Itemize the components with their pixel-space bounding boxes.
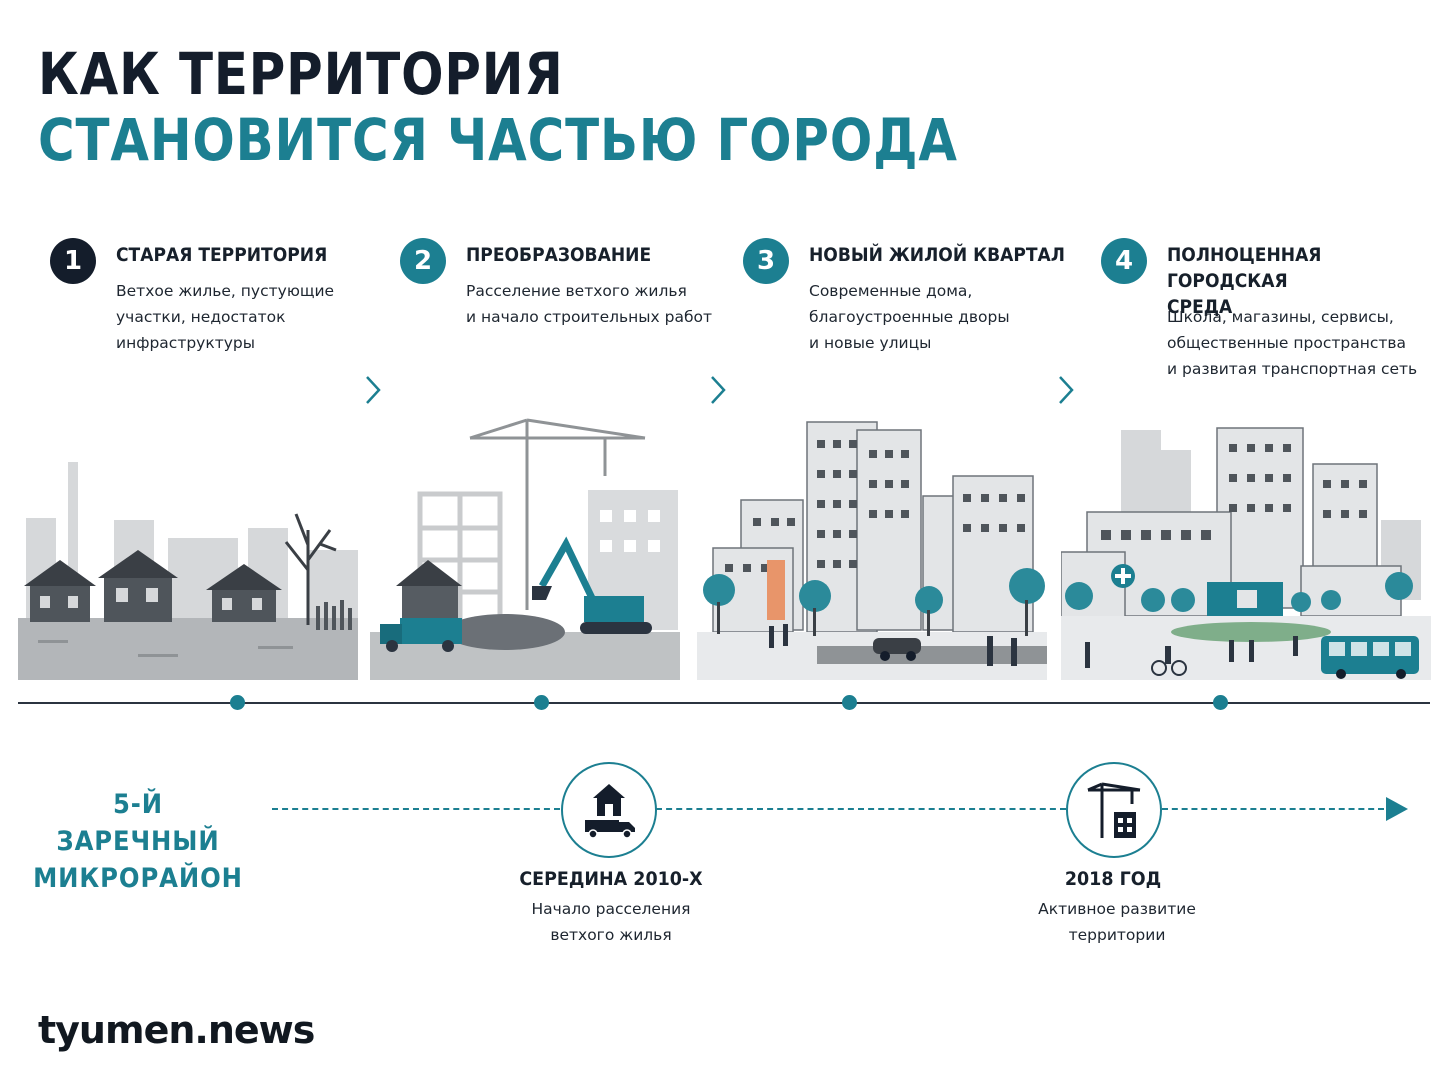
timeline-dot bbox=[230, 695, 245, 710]
chevron-right-icon bbox=[711, 376, 726, 404]
step-3-title: НОВЫЙ ЖИЛОЙ КВАРТАЛ bbox=[809, 244, 1065, 266]
timeline-dot bbox=[1213, 695, 1228, 710]
house-on-truck-icon bbox=[585, 784, 635, 839]
page-title-line2: СТАНОВИТСЯ ЧАСТЬЮ ГОРОДА bbox=[38, 106, 958, 174]
timeline-arrow-icon bbox=[1386, 797, 1408, 821]
page-title-line1: КАК ТЕРРИТОРИЯ bbox=[38, 40, 564, 108]
step-2-description: Расселение ветхого жилья и начало строит… bbox=[466, 282, 713, 326]
step-3-number: 3 bbox=[743, 238, 789, 284]
dashed-timeline-segment bbox=[656, 808, 1066, 810]
timeline-axis bbox=[18, 702, 1430, 704]
crane-building-icon bbox=[1087, 782, 1141, 838]
old-territory-illustration bbox=[18, 410, 358, 680]
milestone-2-title: 2018 ГОД bbox=[1064, 868, 1162, 890]
step-4-description: Школа, магазины, сервисы, общественные п… bbox=[1167, 308, 1418, 378]
step-1-title: СТАРАЯ ТЕРРИТОРИЯ bbox=[116, 244, 328, 266]
step-1-description: Ветхое жилье, пустующие участки, недоста… bbox=[116, 282, 335, 352]
step-2-number: 2 bbox=[400, 238, 446, 284]
dashed-timeline-segment bbox=[1162, 808, 1384, 810]
construction-illustration bbox=[370, 410, 680, 680]
chevron-right-icon bbox=[366, 376, 381, 404]
district-label: 5-Й ЗАРЕЧНЫЙ МИКРОРАЙОН bbox=[33, 789, 243, 894]
urban-environment-illustration bbox=[1061, 410, 1431, 680]
step-4-number: 4 bbox=[1101, 238, 1147, 284]
milestone-2-badge bbox=[1066, 762, 1162, 858]
chevron-right-icon bbox=[1059, 376, 1074, 404]
step-1-number: 1 bbox=[50, 238, 96, 284]
timeline-dot bbox=[842, 695, 857, 710]
timeline-dot bbox=[534, 695, 549, 710]
brand-logo: tyumen.news bbox=[38, 1008, 315, 1052]
step-2-title: ПРЕОБРАЗОВАНИЕ bbox=[466, 244, 652, 266]
milestone-2-description: Активное развитие территории bbox=[1038, 900, 1196, 944]
step-3-description: Современные дома, благоустроенные дворы … bbox=[809, 282, 1010, 352]
residential-quarter-illustration bbox=[697, 410, 1047, 680]
milestone-1-badge bbox=[561, 762, 657, 858]
dashed-timeline-segment bbox=[272, 808, 560, 810]
milestone-1-title: СЕРЕДИНА 2010-Х bbox=[519, 868, 703, 890]
milestone-1-description: Начало расселения ветхого жилья bbox=[531, 900, 691, 944]
step-4-title: ПОЛНОЦЕННАЯ ГОРОДСКАЯ СРЕДА bbox=[1167, 244, 1322, 318]
